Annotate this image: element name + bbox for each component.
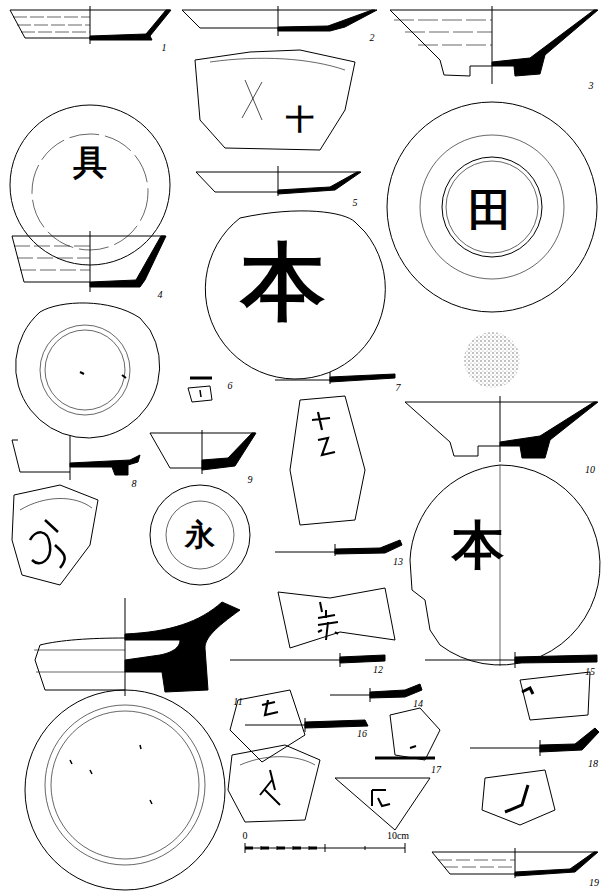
callout-number: 15 — [585, 667, 595, 677]
callout-number: 5 — [353, 198, 358, 208]
callout-number: 4 — [158, 290, 163, 300]
callout-number: 9 — [248, 475, 253, 485]
callout-number: 17 — [431, 765, 441, 775]
callout-number: 2 — [370, 33, 375, 43]
callout-number: 18 — [588, 759, 598, 769]
ink-inscription: 本 — [452, 519, 504, 571]
callout-number: 6 — [228, 381, 233, 391]
ink-inscription: 本 — [241, 240, 325, 324]
callout-number: 1 — [162, 43, 167, 53]
ink-inscription: 十 — [286, 106, 314, 134]
callout-number: 10 — [585, 465, 595, 475]
callout-number: 12 — [373, 665, 383, 675]
callout-number: 7 — [396, 383, 401, 393]
ink-inscription: 具 — [73, 145, 107, 179]
callout-number: 13 — [393, 557, 403, 567]
scale-label: 10cm — [387, 831, 409, 841]
callout-number: 11 — [233, 697, 242, 707]
scale-label: 0 — [243, 831, 248, 841]
callout-number: 16 — [357, 729, 367, 739]
ink-inscription: 田 — [468, 188, 512, 232]
callout-number: 14 — [413, 699, 423, 709]
callout-number: 8 — [132, 479, 137, 489]
ink-inscription: 永 — [185, 520, 215, 550]
callout-number: 3 — [589, 81, 594, 91]
callout-number: 19 — [589, 878, 599, 888]
